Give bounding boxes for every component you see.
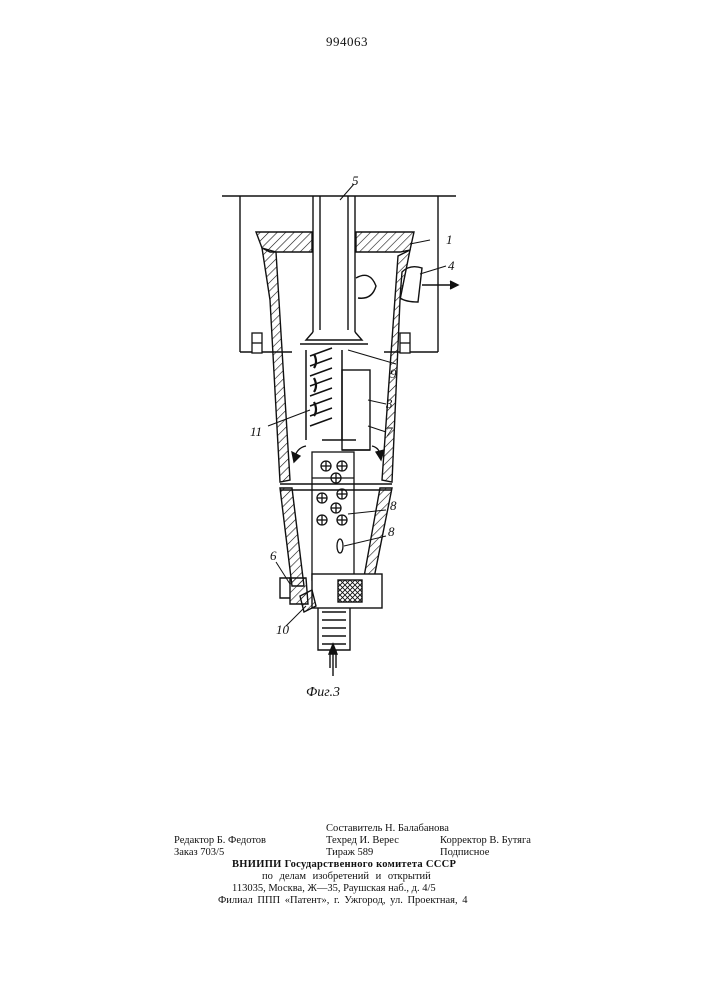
spring-11 — [306, 348, 342, 440]
label-5: 5 — [352, 173, 359, 188]
piston-7 — [322, 370, 370, 450]
outlet-4 — [356, 267, 458, 302]
label-4: 4 — [448, 258, 455, 273]
imprint-order: Заказ 703/5 — [174, 846, 224, 859]
label-8a: 8 — [390, 498, 397, 513]
label-9: 9 — [390, 366, 397, 381]
label-1: 1 — [446, 232, 453, 247]
label-10: 10 — [276, 622, 290, 637]
imprint-branch: Филиал ППП «Патент», г. Ужгород, ул. Про… — [218, 894, 467, 907]
label-7: 7 — [386, 424, 393, 439]
bottom-nozzle — [280, 574, 382, 676]
figure-caption: Фиг.3 — [306, 685, 340, 700]
label-6: 6 — [270, 548, 277, 563]
tube-5 — [300, 196, 368, 344]
flange — [256, 232, 414, 252]
label-8b: 8 — [388, 524, 395, 539]
label-3: 3 — [385, 396, 393, 411]
label-11: 11 — [250, 424, 262, 439]
